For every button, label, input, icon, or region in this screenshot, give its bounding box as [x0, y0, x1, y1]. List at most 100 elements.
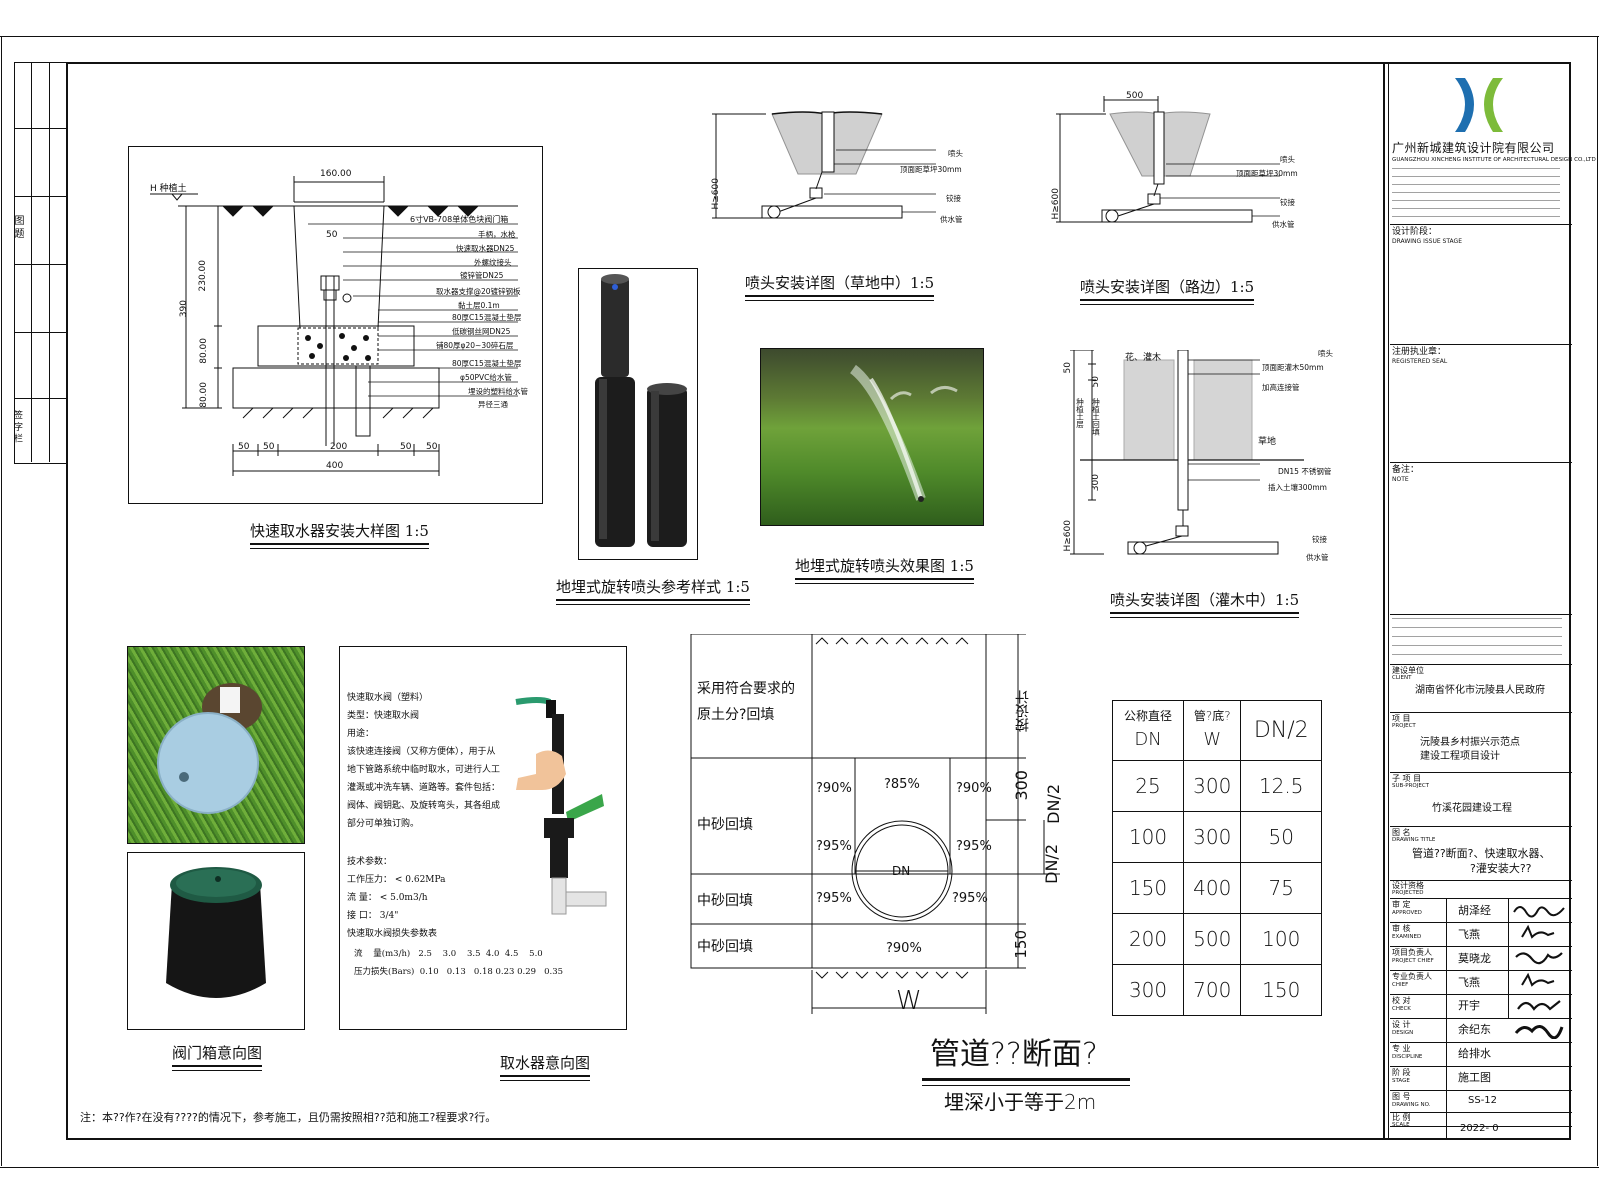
logo-right-stroke — [1484, 78, 1503, 132]
tb-line-drawing — [1390, 826, 1572, 827]
d1-note-2: 手柄，水枪 — [478, 230, 516, 239]
dn-header-dn: 公称直径 DN — [1111, 700, 1185, 761]
dn-table-row: 200 500 100 — [1111, 913, 1322, 965]
d6-note-4: DN15 不锈钢管 — [1278, 467, 1332, 476]
tb-line-date — [1390, 1126, 1572, 1127]
d1-note-6: 取水器支撑@20镀锌钢板 — [436, 287, 521, 296]
discipline-chief-label: 专业负责人 — [1392, 972, 1432, 981]
trench-dn2b: DN/2 — [1042, 844, 1061, 884]
d1-bottom-dim-4: 50 — [400, 442, 412, 452]
d6-note-5: 插入土壤300mm — [1268, 483, 1327, 492]
drawing-no-label: 图 号 — [1392, 1092, 1411, 1101]
drawing-title-label: 图 名 — [1392, 828, 1411, 837]
trench-row3: 中砂回填 — [697, 893, 753, 909]
intake-spec-3: 接 口： 3/4" — [347, 911, 399, 921]
left-strip-row1 — [14, 128, 66, 129]
tb-line-checked — [1390, 922, 1572, 923]
trench-p95a: ?95% — [816, 839, 852, 854]
d1-caption: 快速取水器安装大样图 1:5 — [250, 520, 429, 549]
d6-note-3: 加高连接管 — [1262, 383, 1300, 392]
intake-flow-row: 流 量(m3/h) 2.5 3.0 3.5 4.0 4.5 5.0 — [354, 949, 543, 959]
d1-bottom-dim-5: 50 — [426, 442, 438, 452]
project-value-2: 建设工程项目设计 — [1420, 751, 1500, 762]
footnote: 注：本??作?在没有????的情况下，参考施工，且仍需按照相??范和施工?程要求… — [80, 1111, 497, 1124]
approved-label: 审 定 — [1392, 900, 1411, 909]
client-en: CLIENT — [1392, 675, 1412, 681]
d1-dim-80a: 80.00 — [199, 338, 209, 364]
pm-label: 项目负责人 — [1392, 948, 1432, 957]
intake-desc-2: 地下管路系统中临时取水，可进行人工 — [347, 765, 501, 775]
approved-en: APPROVED — [1392, 910, 1422, 916]
d6-note-7: 供水管 — [1306, 553, 1329, 562]
sprinkler-photo — [578, 268, 698, 560]
left-strip-col — [31, 62, 50, 462]
d1-bottom-dim-1: 50 — [238, 442, 250, 452]
dn-cell: 300 — [1183, 811, 1242, 863]
trench-d150: 150 — [1012, 930, 1030, 959]
dn-table-row: 100 300 50 — [1111, 811, 1322, 863]
design-label: 设 计 — [1392, 1020, 1411, 1029]
trench-dn: DN — [892, 864, 911, 878]
dn-table-header: 公称直径 DN 管?底? W DN/2 — [1111, 700, 1322, 761]
intake-desc-5: 部分可单独订购。 — [347, 819, 420, 829]
discipline-chief-en: CHIEF — [1392, 982, 1409, 988]
d6-d300: 300 — [1091, 474, 1101, 492]
trench-p95d: ?95% — [952, 891, 988, 906]
disclaimer-text-lines — [1392, 618, 1562, 658]
d1-dim-80b: 80.00 — [199, 382, 209, 408]
discipline-chief-value: 飞燕 — [1458, 976, 1480, 989]
d1-note-10: 铺80厚φ20~30碎石层 — [436, 341, 514, 350]
d1-bottom-total: 400 — [326, 461, 344, 471]
dn-cell: 100 — [1111, 811, 1185, 863]
d5-caption: 喷头安装详图（路边）1:5 — [1080, 276, 1255, 305]
tb-line-design-units — [1390, 880, 1572, 881]
left-strip-row5 — [14, 398, 66, 399]
stage-label: 阶 段 — [1392, 1068, 1411, 1077]
tb-line-reg — [1390, 344, 1572, 345]
disc-value: 给排水 — [1458, 1047, 1491, 1060]
tb-line-pm — [1390, 946, 1572, 947]
pm-value: 莫晓龙 — [1458, 952, 1491, 965]
trench-d-var: 按设计 — [1015, 690, 1031, 732]
trench-w: W — [896, 986, 922, 1016]
intake-title: 快速取水阀（塑料） — [347, 693, 429, 703]
remark-en: NOTE — [1392, 476, 1409, 483]
d8-caption: 取水器意向图 — [500, 1052, 591, 1081]
d2-caption: 地埋式旋转喷头参考样式 1:5 — [556, 576, 750, 605]
d1-note-3: 快速取水器DN25 — [456, 244, 515, 253]
project-en: PROJECT — [1392, 723, 1416, 729]
trench-row2: 中砂回填 — [697, 817, 753, 833]
tb-line-proof — [1390, 994, 1572, 995]
project-value-1: 沅陵县乡村振兴示范点 — [1420, 737, 1520, 748]
d1-dim-230: 230.00 — [198, 260, 208, 292]
d6-d50b: 50 — [1091, 376, 1101, 388]
trench-dn2a: DN/2 — [1044, 784, 1063, 824]
detail6-drawing — [1070, 350, 1304, 555]
dn-cell: 25 — [1111, 760, 1185, 812]
d6-d50a: 50 — [1063, 362, 1073, 374]
trench-p90a: ?90% — [816, 781, 852, 796]
design-value: 余纪东 — [1458, 1023, 1491, 1036]
d4-note-2: 顶面距草坪30mm — [900, 165, 962, 174]
design-en: DESIGN — [1392, 1030, 1414, 1036]
client-value: 湖南省怀化市沅陵县人民政府 — [1415, 685, 1545, 696]
detail1-drawing — [150, 176, 518, 476]
design-signature — [1514, 1025, 1564, 1039]
d6-caption: 喷头安装详图（灌木中）1:5 — [1110, 589, 1300, 618]
dn-cell: 150 — [1240, 964, 1322, 1016]
company-logo — [1455, 78, 1503, 132]
dn-cell: 200 — [1111, 913, 1185, 965]
trench-title: 管道??断面? — [930, 1037, 1098, 1072]
d1-note-1: 6寸VB-708单体色块阀门箱 — [410, 215, 509, 224]
signature-grid-col2 — [1508, 898, 1509, 1018]
stage-en: STAGE — [1392, 1078, 1410, 1084]
dn-header-dn-cn: 公称直径 — [1124, 708, 1173, 723]
design-units-label: 设计资格 — [1392, 881, 1424, 890]
intake-panel — [339, 646, 627, 1030]
d4-note-4: 供水管 — [940, 215, 963, 224]
dn-cell: 12.5 — [1240, 760, 1322, 812]
trench-row4: 中砂回填 — [697, 939, 753, 955]
dn-cell: 100 — [1240, 913, 1322, 965]
scale-label: 比 例 — [1392, 1113, 1411, 1122]
disc-label: 专 业 — [1392, 1044, 1411, 1053]
